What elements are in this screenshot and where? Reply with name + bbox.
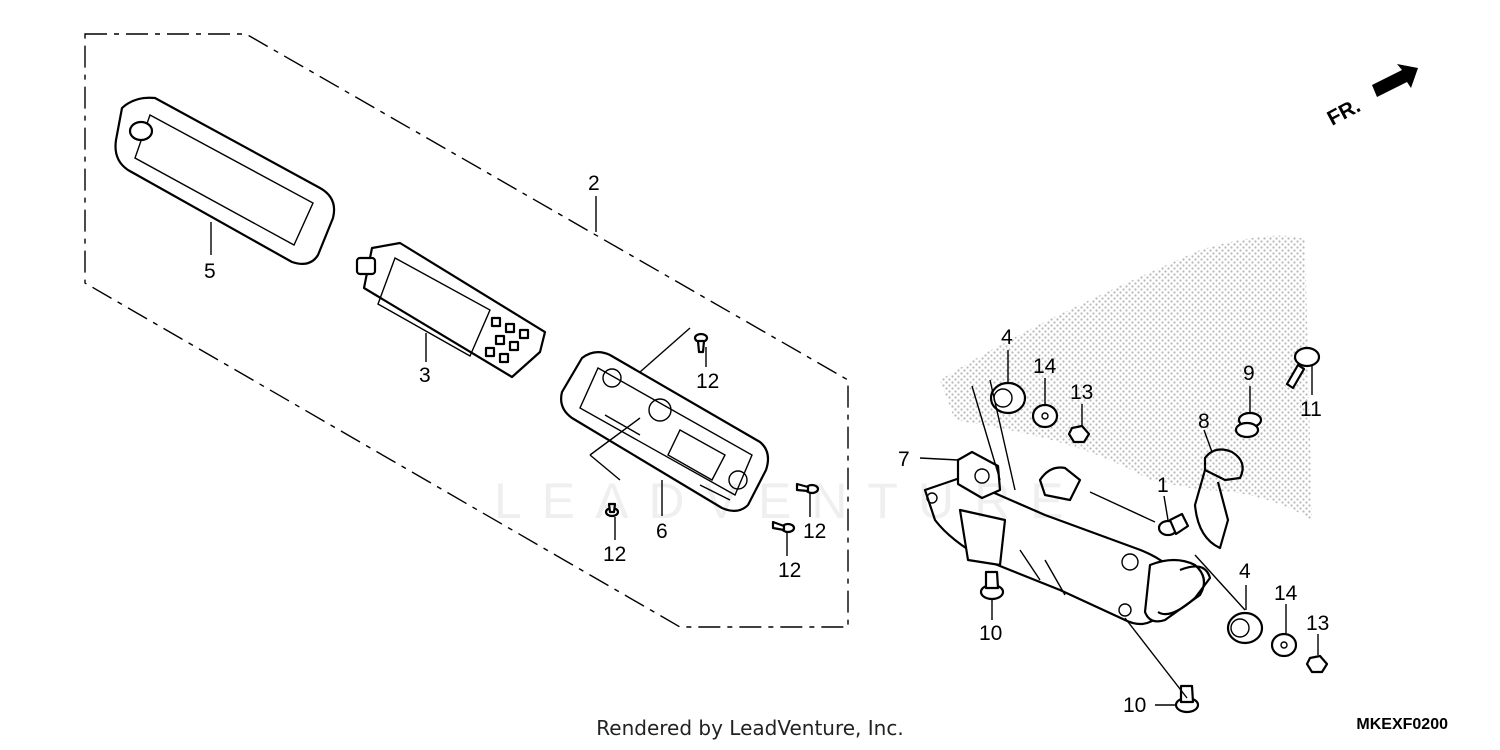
diagram-code: MKEXF0200: [1356, 716, 1448, 733]
rendered-by-credit: Rendered by LeadVenture, Inc.: [596, 716, 904, 740]
callout-10-left: 10: [979, 622, 1002, 645]
callout-11: 11: [1300, 398, 1322, 421]
watermark: LEADVENTURE: [494, 473, 1084, 529]
callout-3: 3: [419, 364, 431, 387]
meter-case[interactable]: [560, 351, 770, 512]
display-buttons: [484, 316, 530, 364]
rubber-mount-7[interactable]: [956, 450, 1002, 500]
callout-7: 7: [898, 448, 910, 471]
collar-1[interactable]: [1157, 512, 1190, 537]
callout-14-upper: 14: [1033, 355, 1057, 378]
callout-4-lower: 4: [1239, 560, 1251, 583]
callout-4-upper: 4: [1001, 326, 1013, 349]
bracket-hook: [1157, 565, 1212, 616]
screw-12-right-upper[interactable]: [795, 482, 820, 495]
wire-clip-8[interactable]: [1193, 448, 1244, 550]
callout-2: 2: [588, 172, 600, 195]
washer-14-upper[interactable]: [1031, 403, 1059, 429]
spring-9[interactable]: [1234, 411, 1263, 439]
front-direction-marker: FR.: [1324, 64, 1418, 130]
callout-8: 8: [1198, 410, 1210, 433]
callout-14-lower: 14: [1274, 582, 1298, 605]
callout-10-bottom: 10: [1123, 694, 1146, 717]
screw-12-right-lower[interactable]: [771, 520, 796, 534]
leader-lines: [210, 196, 1319, 706]
nut-13-lower[interactable]: [1305, 654, 1329, 674]
callout-13-upper: 13: [1070, 381, 1093, 404]
grommet-4-upper[interactable]: [989, 381, 1027, 415]
callout-5: 5: [204, 260, 216, 283]
bolt-10-left[interactable]: [979, 570, 1005, 601]
callout-12-top: 12: [696, 370, 719, 393]
fr-label: FR.: [1324, 94, 1365, 130]
callout-13-lower: 13: [1306, 612, 1329, 635]
callout-1: 1: [1157, 474, 1169, 497]
washer-14-lower[interactable]: [1270, 632, 1298, 658]
callout-12-left: 12: [603, 543, 626, 566]
bolt-10-bottom[interactable]: [1174, 684, 1200, 714]
meter-bracket[interactable]: [923, 466, 1206, 626]
callout-12-right-upper: 12: [803, 520, 826, 543]
callout-9: 9: [1243, 362, 1255, 385]
screw-12-left[interactable]: [604, 502, 620, 518]
screw-12-top[interactable]: [693, 332, 709, 354]
kit-boundary: [84, 33, 849, 628]
grommet-4-lower[interactable]: [1226, 611, 1264, 645]
meter-cover[interactable]: [114, 96, 336, 265]
callout-6: 6: [656, 520, 668, 543]
callout-numbers: 2 5 3 12 12 12 12 6 4 14 13 7 9 11 8 1 4…: [204, 172, 1329, 717]
meter-display-unit[interactable]: [355, 241, 547, 379]
bolt-11[interactable]: [1285, 346, 1321, 390]
callout-12-right-lower: 12: [778, 559, 801, 582]
